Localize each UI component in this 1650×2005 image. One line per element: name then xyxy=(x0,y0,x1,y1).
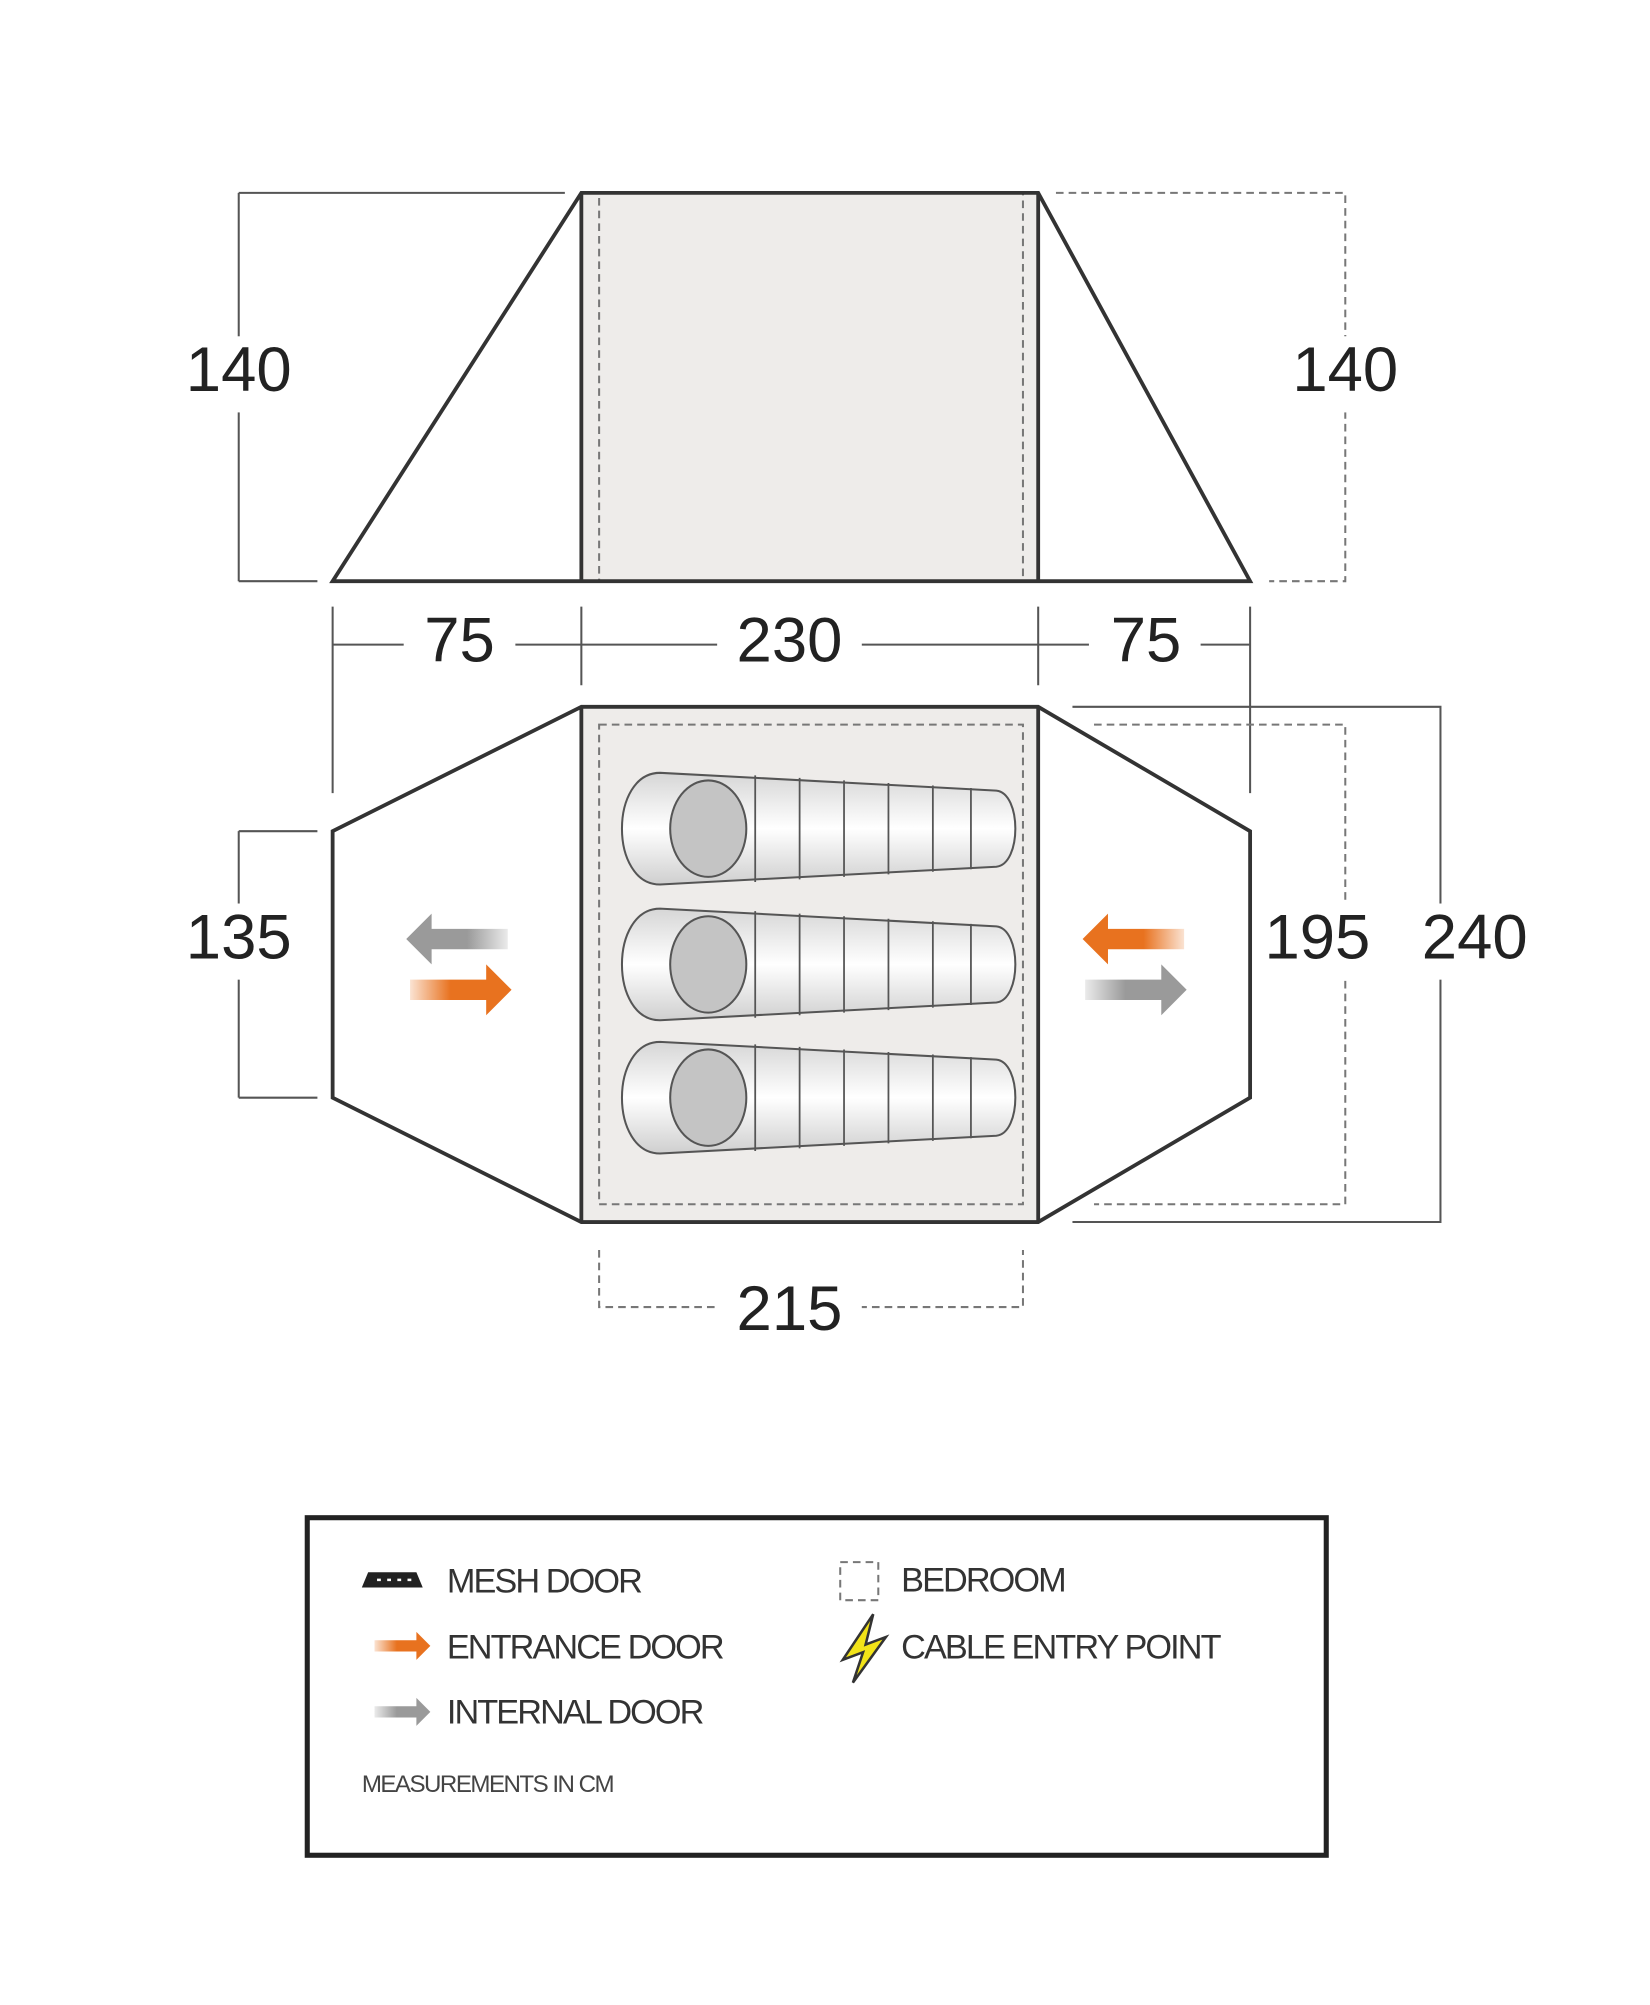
bedroom-icon xyxy=(839,1561,880,1602)
sleeping-bag xyxy=(620,907,1017,1022)
legend-internal-door: INTERNAL DOOR xyxy=(447,1693,704,1731)
legend-mesh-door: MESH DOOR xyxy=(447,1563,642,1601)
total-width-label: 240 xyxy=(1422,902,1528,972)
legend-entrance-door: ENTRANCE DOOR xyxy=(447,1629,724,1667)
entrance-door-arrow-right xyxy=(1082,913,1185,965)
right-porch-length: 75 xyxy=(1111,605,1182,675)
lightning-icon xyxy=(839,1613,890,1684)
internal-door-arrow-left xyxy=(406,913,508,965)
entrance-door-arrow-left xyxy=(410,964,512,1016)
length-dimensions: 75 230 75 xyxy=(331,605,1252,794)
bedroom-width-label: 195 xyxy=(1264,902,1370,972)
legend: MESH DOOR ENTRANCE DOOR INTERNAL DOOR ME… xyxy=(304,1515,1329,1858)
left-height-label: 140 xyxy=(186,335,292,405)
bedroom-inner-length-label: 215 xyxy=(737,1274,843,1344)
left-porch-length: 75 xyxy=(424,605,495,675)
floor-plan: 135 195 240 215 xyxy=(177,704,1534,1352)
legend-units-note: MEASUREMENTS IN CM xyxy=(362,1771,614,1798)
side-elevation: 140 140 xyxy=(177,190,1407,584)
mesh-door-icon xyxy=(361,1572,423,1588)
legend-bedroom: BEDROOM xyxy=(901,1561,1065,1599)
right-height-label: 140 xyxy=(1292,335,1398,405)
legend-cable-entry: CABLE ENTRY POINT xyxy=(901,1629,1221,1667)
internal-door-arrow-right xyxy=(1085,964,1187,1016)
porch-width-label: 135 xyxy=(186,902,292,972)
bedroom-length: 230 xyxy=(737,605,843,675)
sleeping-bag xyxy=(620,1040,1017,1155)
sleeping-bag xyxy=(620,771,1017,886)
